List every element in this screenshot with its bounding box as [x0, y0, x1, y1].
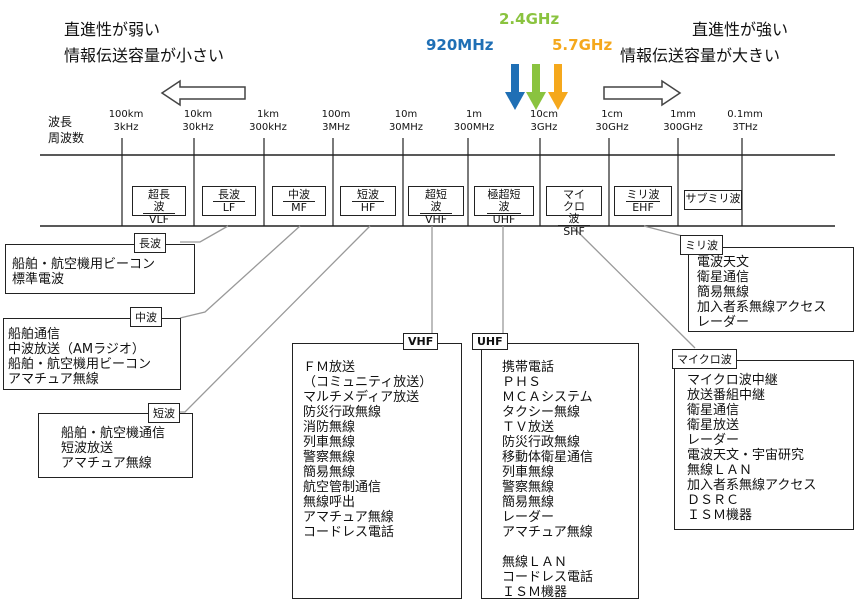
right-note-line2: 情報伝送容量が大きい [620, 46, 781, 65]
group-items-ehf: 電波天文衛星通信簡易無線加入者系無線アクセスレーダー [697, 255, 827, 330]
group-box-vhf: ＦＭ放送（コミュニティ放送）マルチメディア放送防災行政無線消防無線列車無線警察無… [292, 343, 462, 599]
left-arrow [160, 79, 246, 107]
group-items-lf: 船舶・航空機用ビーコン標準電波 [12, 257, 156, 287]
band-submillimeter: サブミリ波 [684, 190, 742, 210]
axis-label-wavelength: 波長 [48, 115, 73, 129]
group-box-mf: 船舶通信中波放送（AMラジオ）船舶・航空機用ビーコンアマチュア無線 [3, 318, 181, 390]
group-title-mf: 中波 [130, 307, 162, 327]
group-title-uhf: UHF [472, 333, 508, 350]
right-note-line1: 直進性が強い [692, 20, 789, 39]
arrow-5-7ghz [548, 64, 568, 110]
group-box-hf: 船舶・航空機通信短波放送アマチュア無線 [38, 413, 193, 478]
freq-label-5-7ghz: 5.7GHz [552, 36, 613, 54]
group-items-mf: 船舶通信中波放送（AMラジオ）船舶・航空機用ビーコンアマチュア無線 [8, 327, 152, 387]
group-items-vhf: ＦＭ放送（コミュニティ放送）マルチメディア放送防災行政無線消防無線列車無線警察無… [303, 360, 433, 540]
arrow-2-4ghz [526, 64, 546, 110]
group-title-shf: マイクロ波 [672, 349, 737, 369]
left-note-line2: 情報伝送容量が小さい [64, 46, 225, 65]
group-box-lf: 船舶・航空機用ビーコン標準電波 [5, 244, 195, 294]
axis-label-frequency: 周波数 [48, 131, 85, 145]
group-box-ehf: 電波天文衛星通信簡易無線加入者系無線アクセスレーダー [688, 247, 854, 332]
freq-label-920mhz: 920MHz [426, 36, 494, 54]
axis-ticks [121, 138, 743, 226]
group-title-vhf: VHF [403, 333, 439, 350]
left-note-line1: 直進性が弱い [64, 20, 161, 39]
group-title-lf: 長波 [134, 233, 166, 253]
group-items-hf: 船舶・航空機通信短波放送アマチュア無線 [61, 426, 166, 471]
right-arrow [603, 79, 682, 107]
group-title-ehf: ミリ波 [680, 235, 723, 255]
group-title-hf: 短波 [148, 403, 180, 423]
arrow-920mhz [505, 64, 525, 110]
freq-label-2-4ghz: 2.4GHz [499, 10, 560, 28]
